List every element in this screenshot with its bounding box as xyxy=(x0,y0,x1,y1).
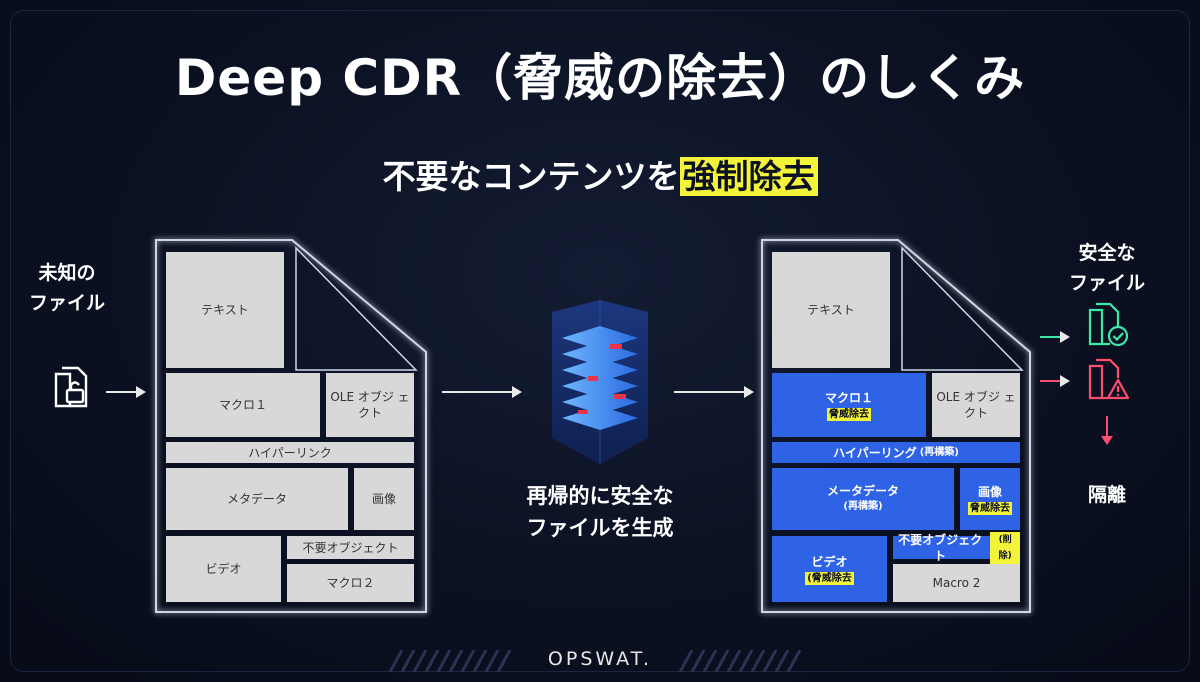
clean-macro1-block: マクロ１ 脅威除去 xyxy=(772,373,926,437)
unlocked-file-icon xyxy=(54,366,88,408)
brand-stripes-left xyxy=(388,650,512,672)
clean-image-label: 画像 xyxy=(977,484,1002,499)
orig-hyperlink-block: ハイパーリンク xyxy=(166,442,414,463)
clean-hyperlink-tag: (再構築) xyxy=(919,446,959,458)
unknown-file-label-line2: ファイル xyxy=(28,292,105,314)
clean-metadata-tag: (再構築) xyxy=(843,501,883,512)
clean-image-tag: 脅威除去 xyxy=(968,501,1012,515)
safe-output-arrow xyxy=(1040,331,1070,343)
clean-video-tag: (脅威除去 xyxy=(805,571,854,585)
clean-macro1-label: マクロ１ xyxy=(824,390,873,405)
orig-unneeded-object-block: 不要オブジェクト xyxy=(287,536,414,559)
orig-ole-block: OLE オブジ ェクト xyxy=(326,373,414,437)
isolate-label: 隔離 xyxy=(1087,484,1126,506)
brand-logo: OPSWAT. xyxy=(547,648,653,670)
layered-server-icon xyxy=(552,300,648,464)
subtitle-highlight: 強制除去 xyxy=(679,157,818,196)
safe-file-label-line2: ファイル xyxy=(1068,272,1145,294)
clean-macro2-block: Macro 2 xyxy=(893,564,1020,602)
safe-file-label-line1: 安全な xyxy=(1078,242,1136,264)
clean-metadata-label: メータデータ xyxy=(826,484,899,498)
orig-video-block: ビデオ xyxy=(166,536,281,602)
to-engine-arrow xyxy=(442,386,522,398)
threat-output-arrow xyxy=(1040,375,1070,387)
clean-text-block: テキスト xyxy=(772,252,890,368)
clean-metadata-block: メータデータ (再構築) xyxy=(772,468,954,530)
clean-unneeded-label: 不要オブジェクト xyxy=(898,532,983,563)
clean-hyperlink-label: ハイパーリング xyxy=(833,445,917,460)
clean-hyperlink-block: ハイパーリング (再構築) xyxy=(772,442,1020,463)
clean-ole-block: OLE オブジ ェクト xyxy=(932,373,1020,437)
engine-label: 再帰的に安全な ファイルを生成 xyxy=(480,480,720,544)
slide-subtitle: 不要なコンテンツを強制除去 xyxy=(0,150,1200,198)
safe-file-label: 安全な ファイル xyxy=(1052,238,1162,298)
clean-unneeded-object-block: 不要オブジェクト (削除) xyxy=(893,531,1020,564)
input-arrow xyxy=(106,386,146,398)
subtitle-prefix: 不要なコンテンツを xyxy=(382,157,680,196)
slide-title: Deep CDR（脅威の除去）のしくみ xyxy=(174,49,1026,107)
orig-text-block: テキスト xyxy=(166,252,284,368)
isolate-arrowhead xyxy=(1101,436,1113,445)
orig-macro2-block: マクロ２ xyxy=(287,564,414,602)
isolate-arrow xyxy=(1106,416,1108,438)
clean-video-label: ビデオ xyxy=(811,554,848,569)
brand-stripes-right xyxy=(678,650,802,672)
safe-file-check-icon xyxy=(1088,302,1129,347)
clean-video-block: ビデオ (脅威除去 xyxy=(772,536,887,602)
engine-label-line2: ファイルを生成 xyxy=(526,516,674,540)
unknown-file-label-line1: 未知の xyxy=(38,262,96,284)
orig-macro1-block: マクロ１ xyxy=(166,373,320,437)
clean-macro1-tag: 脅威除去 xyxy=(827,407,871,421)
engine-label-line1: 再帰的に安全な xyxy=(526,484,674,508)
orig-metadata-block: メタデータ xyxy=(166,468,348,530)
unknown-file-label: 未知の ファイル xyxy=(22,258,112,318)
slide-frame xyxy=(10,10,1190,672)
orig-image-block: 画像 xyxy=(354,468,414,530)
clean-unneeded-tag: (削除) xyxy=(990,531,1020,564)
clean-image-block: 画像 脅威除去 xyxy=(960,468,1020,530)
to-clean-doc-arrow xyxy=(674,386,754,398)
threat-file-warning-icon xyxy=(1088,358,1130,400)
